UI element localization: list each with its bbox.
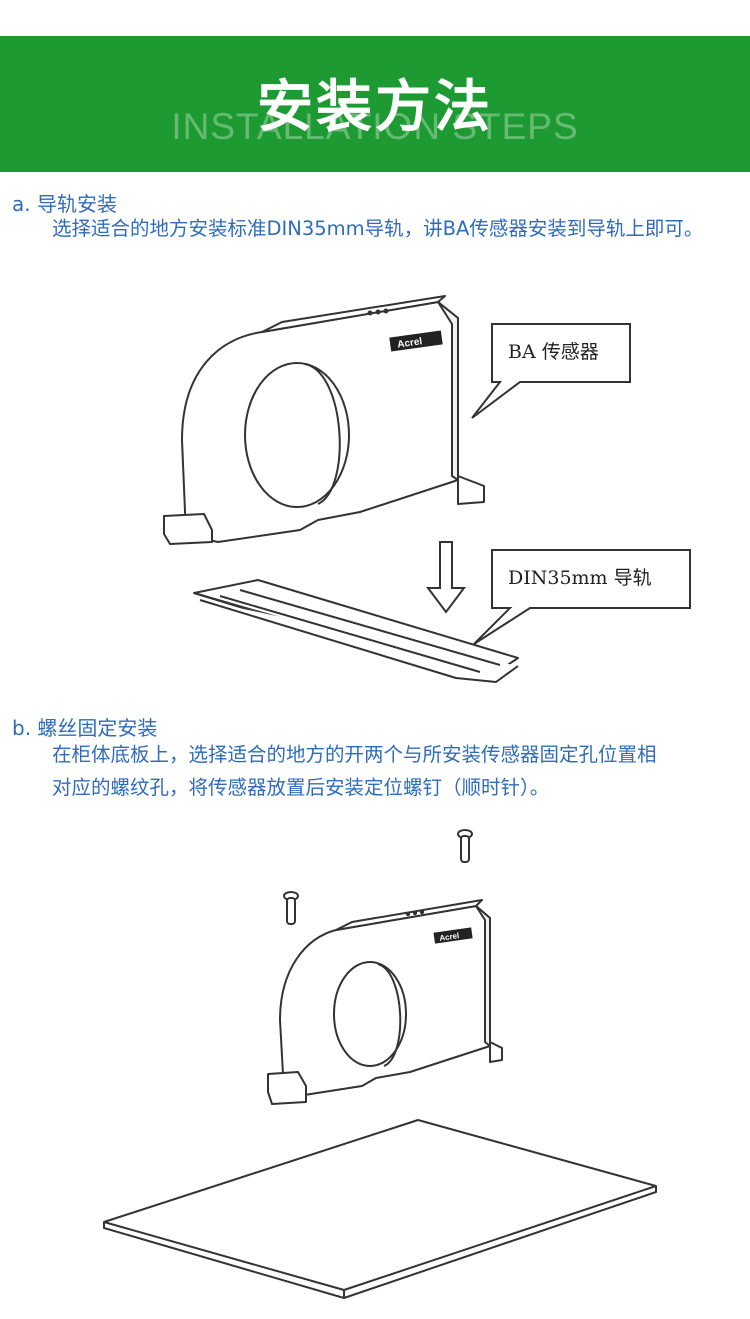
sensor-side-face xyxy=(475,905,491,1047)
sensor-foot-left xyxy=(267,1071,307,1105)
callout-sensor xyxy=(471,323,631,419)
sensor-foot-right xyxy=(457,475,485,505)
screw-icon xyxy=(283,891,299,925)
section-a-text: 选择适合的地方安装标准DIN35mm导轨，讲BA传感器安装到导轨上即可。 xyxy=(52,217,704,240)
sensor-side-face xyxy=(437,301,459,481)
sensor-foot-left xyxy=(163,513,213,545)
figure-screw-mounting: Acrel xyxy=(103,829,657,1299)
down-arrow-icon xyxy=(426,541,466,614)
indicator-dot xyxy=(367,310,373,316)
indicator-dot xyxy=(383,308,389,314)
section-b-line-2: 对应的螺纹孔，将传感器放置后安装定位螺钉（顺时针）。 xyxy=(52,776,550,799)
brand-logo xyxy=(389,330,443,352)
cabinet-base-plate xyxy=(103,1119,657,1299)
din-rail xyxy=(193,579,519,683)
section-a-heading: a. 导轨安装 xyxy=(12,192,117,216)
banner-subtitle: INSTALLATION STEPS xyxy=(171,106,579,147)
section-b-heading: b. 螺丝固定安装 xyxy=(12,716,158,740)
sensor-foot-right xyxy=(489,1041,503,1063)
brand-logo-text: Acrel xyxy=(439,931,460,943)
indicator-dot xyxy=(375,309,381,315)
brand-logo xyxy=(433,927,473,944)
banner-title: 安装方法 xyxy=(257,75,493,140)
figure-rail-mounting: Acrel BA 传感器 DIN35mm 导轨 xyxy=(163,295,691,683)
callout-rail-label: DIN35mm 导轨 xyxy=(508,567,652,589)
callout-rail xyxy=(473,549,691,645)
header-banner: INSTALLATION STEPS 安装方法 xyxy=(0,36,750,172)
screw-icon xyxy=(457,829,473,863)
section-b-line-1: 在柜体底板上，选择适合的地方的开两个与所安装传感器固定孔位置相 xyxy=(52,743,657,766)
indicator-dot xyxy=(405,911,411,917)
sensor-hole xyxy=(244,362,350,508)
indicator-dot xyxy=(412,910,418,916)
callout-sensor-label: BA 传感器 xyxy=(508,341,599,363)
indicator-dot xyxy=(419,909,425,915)
sensor-hole xyxy=(333,961,407,1067)
brand-logo-text: Acrel xyxy=(397,336,424,350)
